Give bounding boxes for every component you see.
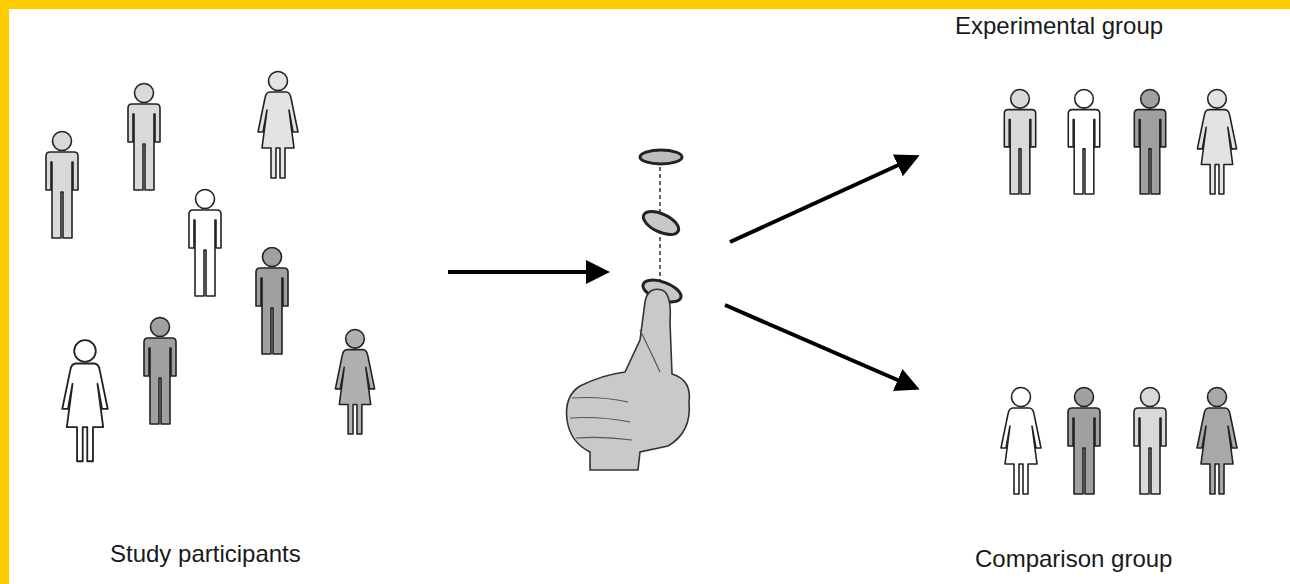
person-figure: [1068, 388, 1100, 495]
person-figure: [62, 340, 107, 461]
left-border: [0, 0, 9, 584]
thumb-hand: [567, 289, 690, 470]
person-figure: [1004, 89, 1035, 194]
flow-arrow: [730, 157, 916, 242]
person-figure: [1068, 89, 1099, 194]
flow-arrow: [725, 305, 916, 388]
person-figure: [1134, 388, 1166, 495]
person-figure: [1134, 89, 1165, 194]
person-figure: [258, 72, 298, 179]
group-label: Experimental group: [955, 12, 1163, 40]
group-label: Comparison group: [975, 545, 1172, 573]
person-figure: [256, 248, 288, 355]
person-figure: [1197, 89, 1236, 194]
group-label: Study participants: [110, 540, 301, 568]
top-border: [0, 0, 1290, 9]
person-figure: [1197, 388, 1237, 495]
coin: [640, 207, 682, 239]
person-figure: [335, 329, 374, 434]
person-figure: [1001, 388, 1041, 495]
finger-lines: [570, 330, 660, 440]
flow-arrow: [448, 270, 606, 274]
person-figure: [46, 132, 78, 239]
person-figure: [144, 318, 176, 425]
coin: [640, 150, 682, 164]
person-figure: [128, 84, 160, 191]
person-figure: [189, 190, 221, 297]
